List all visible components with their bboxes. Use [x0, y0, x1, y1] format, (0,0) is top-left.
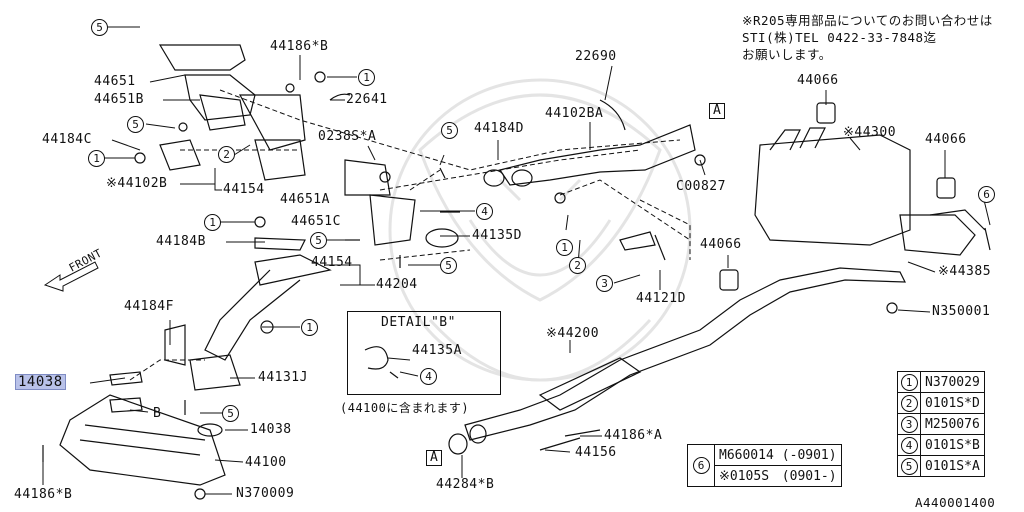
label-44186a: 44186*A [604, 428, 663, 443]
label-44186b-bottom: 44186*B [14, 487, 73, 502]
legend-number: 1 [900, 373, 918, 391]
label-44131j: 44131J [258, 370, 308, 385]
label-44066-mid: 44066 [700, 237, 742, 252]
label-44154-mid: 44154 [311, 255, 353, 270]
label-b: B [153, 406, 162, 421]
circled-number-2: 2 [569, 257, 586, 274]
circled-number-5: 5 [222, 405, 239, 422]
label-44154-top: 44154 [223, 182, 265, 197]
rear-muffler-44300 [754, 102, 991, 256]
label-44184c: 44184C [42, 132, 92, 147]
legend-number-6: 6 [692, 457, 710, 474]
legend-part: 0101S*D [920, 392, 985, 414]
circled-number-1: 1 [301, 319, 318, 336]
center-pipe-44200 [448, 231, 906, 455]
label-44184f: 44184F [124, 299, 174, 314]
label-44651c: 44651C [291, 214, 341, 229]
legend-part: N370029 [920, 371, 985, 393]
circled-number-4: 4 [420, 368, 437, 385]
circled-number-5: 5 [127, 116, 144, 133]
circled-number-6: 6 [978, 186, 995, 203]
label-44121d: 44121D [636, 291, 686, 306]
label-44651: 44651 [94, 74, 136, 89]
label-44651a: 44651A [280, 192, 330, 207]
circled-number-1: 1 [556, 239, 573, 256]
label-22641: 22641 [346, 92, 388, 107]
label-44200: ※44200 [546, 326, 600, 341]
legend-part: 0101S*B [920, 434, 985, 456]
legend-part: M250076 [920, 413, 985, 435]
center-pipe-parts [164, 159, 460, 391]
label-14038-right: 14038 [250, 422, 292, 437]
label-0238sa: 0238S*A [318, 129, 377, 144]
circled-number-1: 1 [88, 150, 105, 167]
diagram-id: A440001400 [915, 495, 996, 510]
legend-number: 4 [900, 436, 918, 454]
reference-a-top: A [709, 103, 726, 119]
front-arrow-icon [43, 261, 99, 292]
legend6-row1-range: (-0901) [777, 444, 842, 466]
circled-number-2: 2 [218, 146, 235, 163]
legend-number: 3 [900, 415, 918, 433]
front-pipe-44102BA [483, 99, 706, 204]
label-44102b: ※44102B [106, 176, 168, 191]
legend-part: 0101S*A [920, 455, 985, 477]
detail-b-caption: (44100に含まれます) [340, 401, 470, 415]
legend6-row2-range: (0901-) [777, 465, 842, 487]
label-c00827: C00827 [676, 179, 726, 194]
reference-a-bottom: A [426, 450, 443, 466]
label-44651b: 44651B [94, 92, 144, 107]
fastener-legend-6: 6 M660014 (-0901) ※0105S (0901-) [687, 444, 842, 487]
detail-b-part-44135a: 44135A [412, 343, 462, 358]
label-n350001: N350001 [932, 304, 991, 319]
label-14038-highlighted[interactable]: 14038 [15, 374, 66, 390]
header-44100 [42, 371, 226, 500]
legend-number: 2 [900, 394, 918, 412]
label-44300: ※44300 [843, 125, 897, 140]
detail-b-clamp [364, 346, 399, 379]
label-44385: ※44385 [938, 264, 992, 279]
label-22690: 22690 [575, 49, 617, 64]
label-n370009: N370009 [236, 486, 295, 501]
label-44100: 44100 [245, 455, 287, 470]
label-44186b-top: 44186*B [270, 39, 329, 54]
legend-number: 5 [900, 457, 918, 475]
label-44066-top: 44066 [797, 73, 839, 88]
label-44066-right: 44066 [925, 132, 967, 147]
circled-number-4: 4 [476, 203, 493, 220]
circled-number-5: 5 [440, 257, 457, 274]
detail-b-title: DETAIL"B" [381, 315, 456, 330]
detail-b-box [347, 311, 501, 395]
label-44135d: 44135D [472, 228, 522, 243]
legend6-row1-part: M660014 [713, 444, 778, 466]
label-44184d: 44184D [474, 121, 524, 136]
manifold-upper-parts [134, 44, 351, 181]
circled-number-1: 1 [358, 69, 375, 86]
label-44284b: 44284*B [436, 477, 495, 492]
circled-number-5: 5 [310, 232, 327, 249]
legend6-row2-part: ※0105S [713, 465, 778, 487]
label-44156: 44156 [575, 445, 617, 460]
circled-number-5: 5 [91, 19, 108, 36]
label-44204: 44204 [376, 277, 418, 292]
inquiry-note: ※R205専用部品についてのお問い合わせは STI(株)TEL 0422-33-… [742, 13, 993, 62]
circled-number-5: 5 [441, 122, 458, 139]
circled-number-3: 3 [596, 275, 613, 292]
label-44102ba: 44102BA [545, 106, 604, 121]
label-44184b: 44184B [156, 234, 206, 249]
circled-number-1: 1 [204, 214, 221, 231]
